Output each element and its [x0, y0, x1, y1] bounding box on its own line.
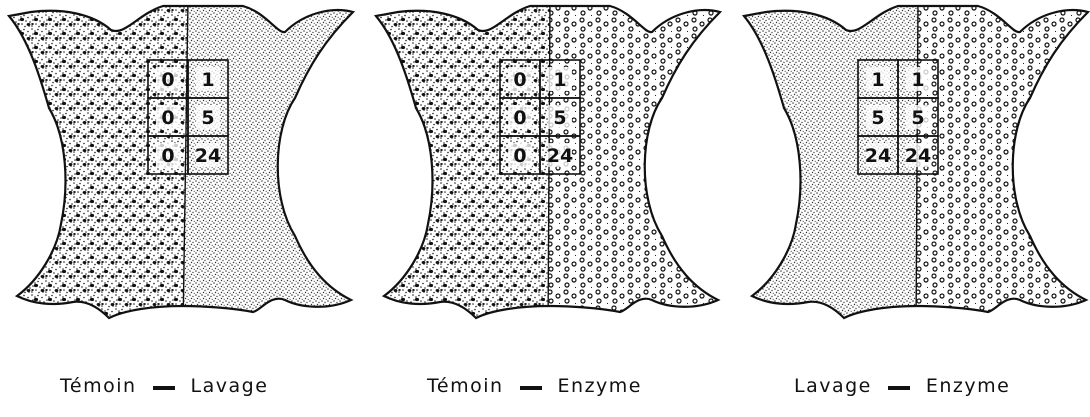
grid-cell-value: 24: [195, 145, 221, 167]
grid-cell-value: 5: [911, 107, 924, 129]
caption-panel-3: Lavage Enzyme: [794, 368, 1010, 404]
caption-left-label: Témoin: [60, 375, 137, 397]
dash-separator: [153, 386, 175, 390]
caption-left-label: Témoin: [427, 375, 504, 397]
grid-cell-value: 24: [865, 145, 891, 167]
grid-cell-value: 24: [905, 145, 931, 167]
hide-right-half: [916, 0, 1090, 330]
dash-separator: [888, 386, 910, 390]
caption-right-label: Lavage: [191, 375, 269, 397]
hide-right-half: [548, 0, 730, 330]
grid-cell-value: 0: [161, 145, 174, 167]
grid-cell-value: 1: [201, 69, 214, 91]
hide-panel-3: 1 1 5 5 24 24: [738, 0, 1090, 330]
grid-cell-value: 0: [513, 107, 526, 129]
grid-cell-value: 24: [547, 145, 573, 167]
grid-cell-value: 5: [201, 107, 214, 129]
dash-separator: [520, 386, 542, 390]
grid-cell-value: 0: [161, 69, 174, 91]
caption-left-label: Lavage: [794, 375, 872, 397]
caption-panel-2: Témoin Enzyme: [427, 368, 642, 404]
caption-right-label: Enzyme: [558, 375, 642, 397]
caption-right-label: Enzyme: [926, 375, 1010, 397]
grid-cell-value: 5: [553, 107, 566, 129]
grid-cell-value: 1: [871, 69, 884, 91]
grid-cell-value: 1: [911, 69, 924, 91]
caption-panel-1: Témoin Lavage: [60, 368, 268, 404]
grid-cell-value: 0: [513, 69, 526, 91]
grid-cell-value: 0: [161, 107, 174, 129]
grid-cell-value: 5: [871, 107, 884, 129]
grid-cell-value: 0: [513, 145, 526, 167]
grid-cell-value: 1: [553, 69, 566, 91]
